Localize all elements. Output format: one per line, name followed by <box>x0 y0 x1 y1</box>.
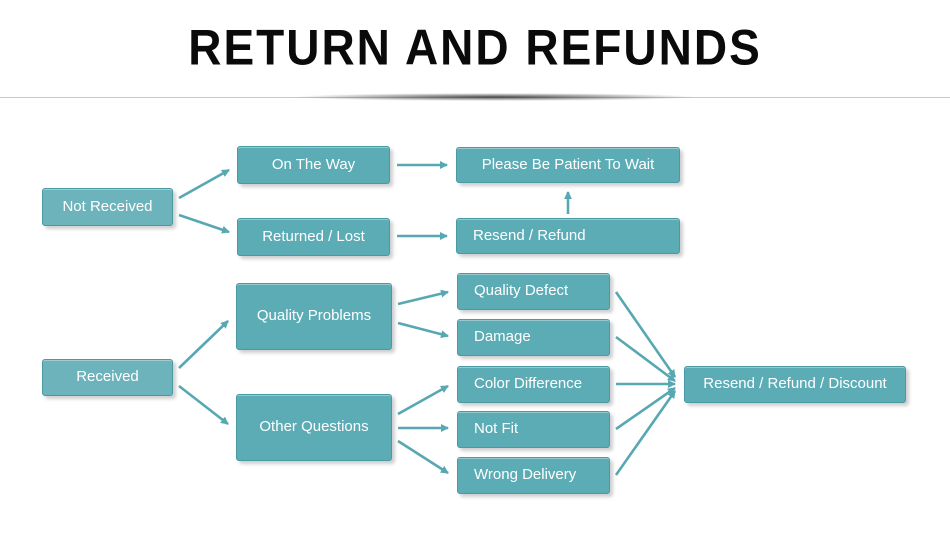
arrow-not-received-to-returned-lost <box>178 213 230 234</box>
node-color-difference: Color Difference <box>457 366 610 403</box>
arrow-quality-problems-to-damage <box>397 321 449 339</box>
arrow-received-to-other-questions <box>178 384 229 426</box>
node-not-fit: Not Fit <box>457 411 610 448</box>
arrow-wrong-delivery-to-final <box>614 390 677 476</box>
node-quality-defect: Quality Defect <box>457 273 610 310</box>
node-resend-refund-discount: Resend / Refund / Discount <box>684 366 906 403</box>
node-received: Received <box>42 359 173 396</box>
node-on-the-way: On The Way <box>237 146 390 184</box>
arrow-other-questions-to-wrong-delivery <box>397 439 449 475</box>
arrow-not-fit-to-final <box>615 386 676 431</box>
title-divider-shadow <box>215 92 775 102</box>
arrow-other-questions-to-color-difference <box>397 384 449 416</box>
node-damage: Damage <box>457 319 610 356</box>
arrow-quality-defect-to-final <box>614 291 677 378</box>
node-not-received: Not Received <box>42 188 173 226</box>
node-resend-refund: Resend / Refund <box>456 218 680 254</box>
node-other-questions: Other Questions <box>236 394 392 461</box>
page-title: RETURN AND REFUNDS <box>188 19 762 76</box>
node-returned-lost: Returned / Lost <box>237 218 390 256</box>
arrow-received-to-quality-problems <box>178 320 229 369</box>
arrow-quality-problems-to-quality-defect <box>397 289 449 306</box>
node-please-be-patient: Please Be Patient To Wait <box>456 147 680 183</box>
arrow-damage-to-final <box>615 335 676 383</box>
node-wrong-delivery: Wrong Delivery <box>457 457 610 494</box>
arrow-not-received-to-on-the-way <box>178 168 230 200</box>
node-quality-problems: Quality Problems <box>236 283 392 350</box>
